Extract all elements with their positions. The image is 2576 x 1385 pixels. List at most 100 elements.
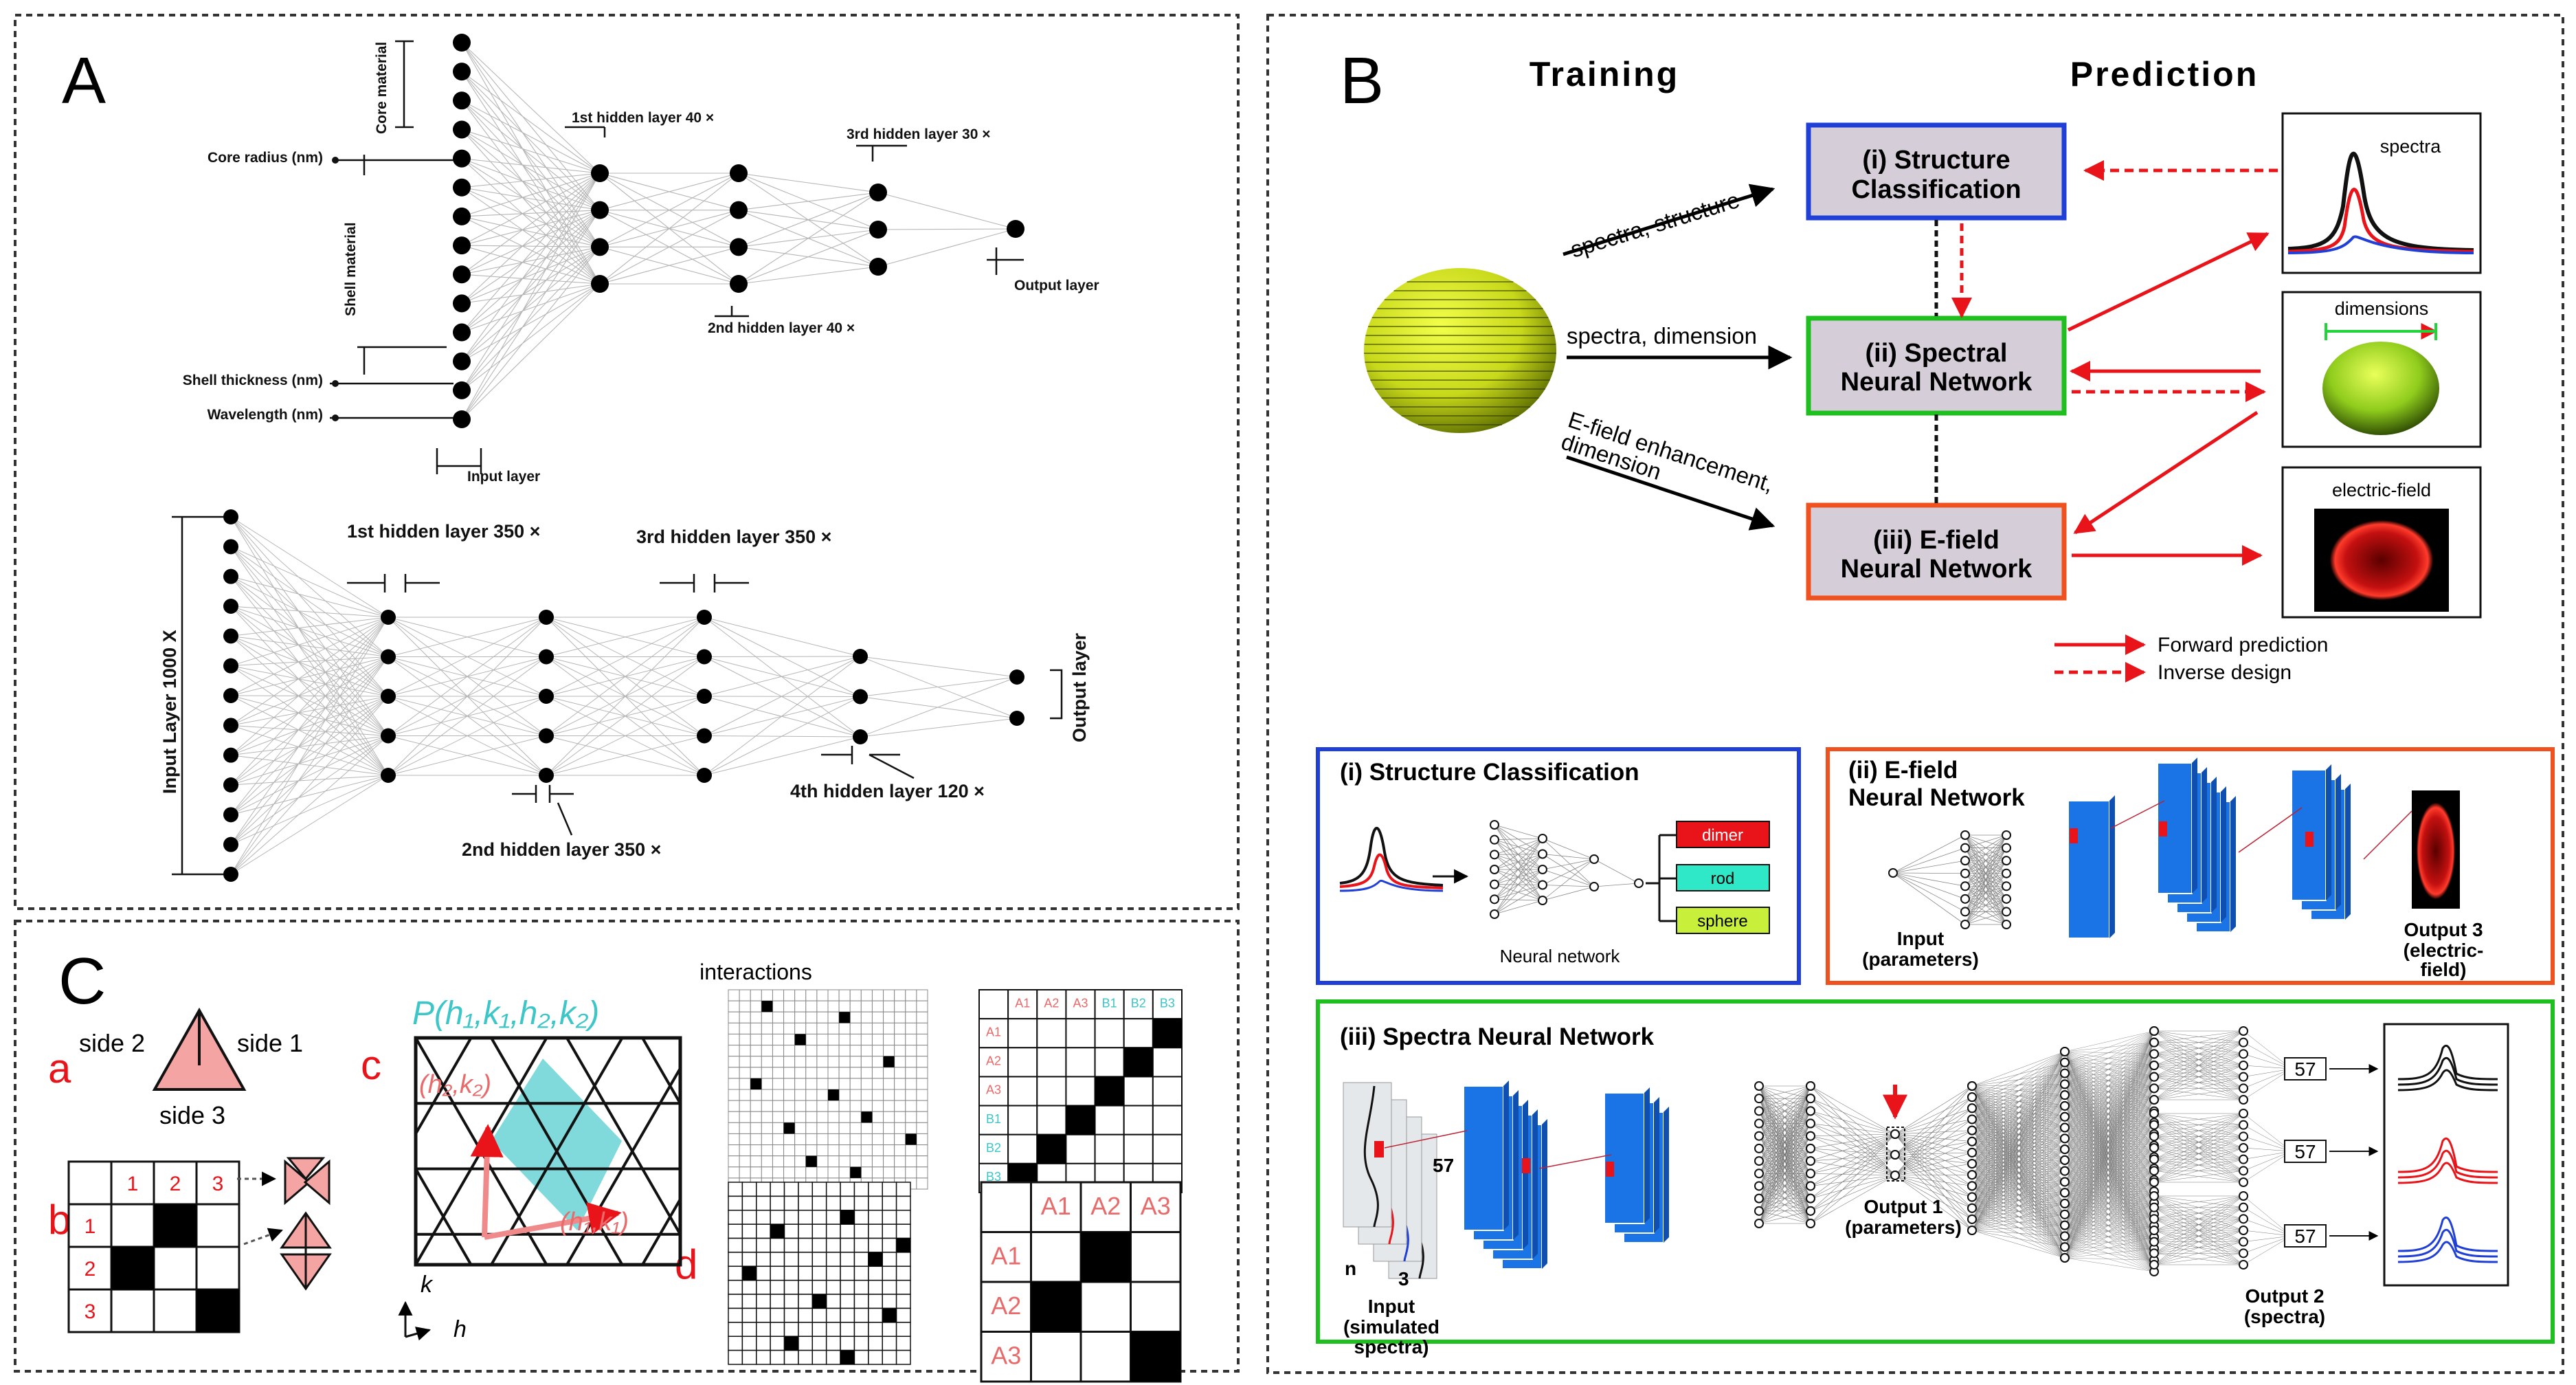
matrix-cell xyxy=(916,1056,928,1068)
label-wavelength: Wavelength (nm) xyxy=(208,407,323,423)
neuron xyxy=(453,323,471,342)
grid-cell-filled xyxy=(111,1247,154,1289)
output-dim-box xyxy=(2284,1224,2327,1248)
matrix-row-label: A2 xyxy=(991,1292,1021,1320)
image-spectra: spectra xyxy=(2281,112,2482,274)
matrix-cell xyxy=(905,1022,917,1034)
vector-h2k2 xyxy=(470,1124,504,1238)
matrix-cell xyxy=(761,1011,773,1023)
neuron xyxy=(223,568,238,584)
matrix-cell xyxy=(978,1105,1009,1135)
axis-h: h xyxy=(453,1316,467,1342)
matrix-cell xyxy=(816,1045,829,1057)
matrix-cell xyxy=(816,1144,829,1157)
matrix-cell xyxy=(905,1089,917,1101)
matrix-cell xyxy=(883,1045,895,1057)
output-spectrum xyxy=(2397,1228,2498,1258)
matrix-cell xyxy=(741,1322,757,1337)
matrix-cell xyxy=(916,1100,928,1112)
neuron xyxy=(1634,878,1644,888)
matrix-cell xyxy=(756,1265,771,1281)
matrix-cell xyxy=(728,1122,740,1134)
matrix-cell xyxy=(1079,1181,1132,1233)
sublabel-b: b xyxy=(48,1197,71,1243)
neuron xyxy=(1806,1094,1815,1104)
matrix-cell xyxy=(761,1122,773,1134)
matrix-cell xyxy=(916,1177,928,1190)
matrix-cell xyxy=(838,1166,851,1179)
svg-text:rod: rod xyxy=(1711,869,1735,888)
matrix-cell xyxy=(882,1265,897,1281)
matrix-col-label: A3 xyxy=(1141,1192,1171,1220)
matrix-cell xyxy=(770,1237,785,1253)
neuron xyxy=(2149,1202,2159,1212)
matrix-cell xyxy=(756,1307,771,1323)
svg-text:Classification: Classification xyxy=(1851,175,2021,204)
matrix-cell xyxy=(895,1322,911,1337)
matrix-cell xyxy=(1065,1076,1096,1107)
matrix-cell xyxy=(739,1111,751,1123)
neuron xyxy=(1589,882,1599,891)
matrix-cell xyxy=(798,1279,814,1295)
neuron xyxy=(1490,879,1499,889)
matrix-cell xyxy=(794,1022,807,1034)
tile-pair-upper xyxy=(284,1157,331,1206)
matrix-cell xyxy=(816,1000,829,1012)
matrix-cell xyxy=(805,1056,818,1068)
matrix-cell xyxy=(770,1252,785,1267)
matrix-cell xyxy=(739,1122,751,1134)
neuron xyxy=(2149,1120,2159,1130)
matrix-cell xyxy=(980,1181,1032,1233)
label-hidden4-bottom: 4th hidden layer 120 × xyxy=(790,781,985,801)
matrix-cell xyxy=(728,1155,740,1168)
matrix-cell xyxy=(1036,1105,1067,1135)
matrix-cell xyxy=(772,1078,785,1090)
matrix-cell xyxy=(853,1182,869,1197)
neuron xyxy=(730,201,748,219)
matrix-cell xyxy=(868,1182,883,1197)
neuron xyxy=(453,236,471,255)
neuron xyxy=(453,91,471,110)
matrix-cell xyxy=(882,1182,897,1197)
svg-text:(parameters): (parameters) xyxy=(1845,1217,1962,1238)
output-dim-box xyxy=(2284,1057,2327,1081)
grid-row-label: 3 xyxy=(85,1300,96,1323)
matrix-cell xyxy=(798,1265,814,1281)
matrix-cell xyxy=(728,1056,740,1068)
matrix-cell xyxy=(827,1166,840,1179)
matrix-cell xyxy=(756,1252,771,1267)
subbox-structure-classification: (i) Structure Classification Neural netw… xyxy=(1316,747,1801,985)
matrix-cell xyxy=(905,1067,917,1079)
panel-b-letter: B xyxy=(1340,44,1384,118)
matrix-cell xyxy=(871,1100,884,1112)
neuron xyxy=(1490,894,1499,905)
box-structure-classification: (i) Structure Classification xyxy=(1806,122,2067,221)
label-core-material: Core material xyxy=(374,42,390,134)
matrix-cell xyxy=(905,1011,917,1023)
matrix-cell xyxy=(750,1155,762,1168)
matrix-cell xyxy=(794,1056,807,1068)
axis-k: k xyxy=(421,1272,434,1298)
neuron xyxy=(2239,1120,2248,1130)
matrix-cell xyxy=(882,1322,897,1337)
matrix-cell xyxy=(816,1089,829,1101)
matrix-cell xyxy=(741,1307,757,1323)
matrix-cell xyxy=(849,1144,862,1157)
grid-cell xyxy=(153,1288,198,1333)
matrix-cell xyxy=(849,1078,862,1090)
matrix-cell xyxy=(916,1111,928,1123)
svg-text:(ii) E-field: (ii) E-field xyxy=(1848,757,1958,784)
matrix-cell xyxy=(728,1294,743,1309)
matrix-cell xyxy=(739,1045,751,1057)
neuron xyxy=(1960,920,1970,929)
matrix-cell xyxy=(772,989,785,1001)
neuron xyxy=(2060,1057,2070,1067)
matrix-cell xyxy=(894,1022,906,1034)
svg-text:Output 3: Output 3 xyxy=(2404,919,2483,940)
neuron xyxy=(1754,1081,1764,1091)
matrix-cell xyxy=(761,1045,773,1057)
matrix-cell xyxy=(772,1111,785,1123)
matrix-cell xyxy=(772,1067,785,1079)
matrix-cell xyxy=(916,989,928,1001)
matrix-cell xyxy=(816,1033,829,1046)
